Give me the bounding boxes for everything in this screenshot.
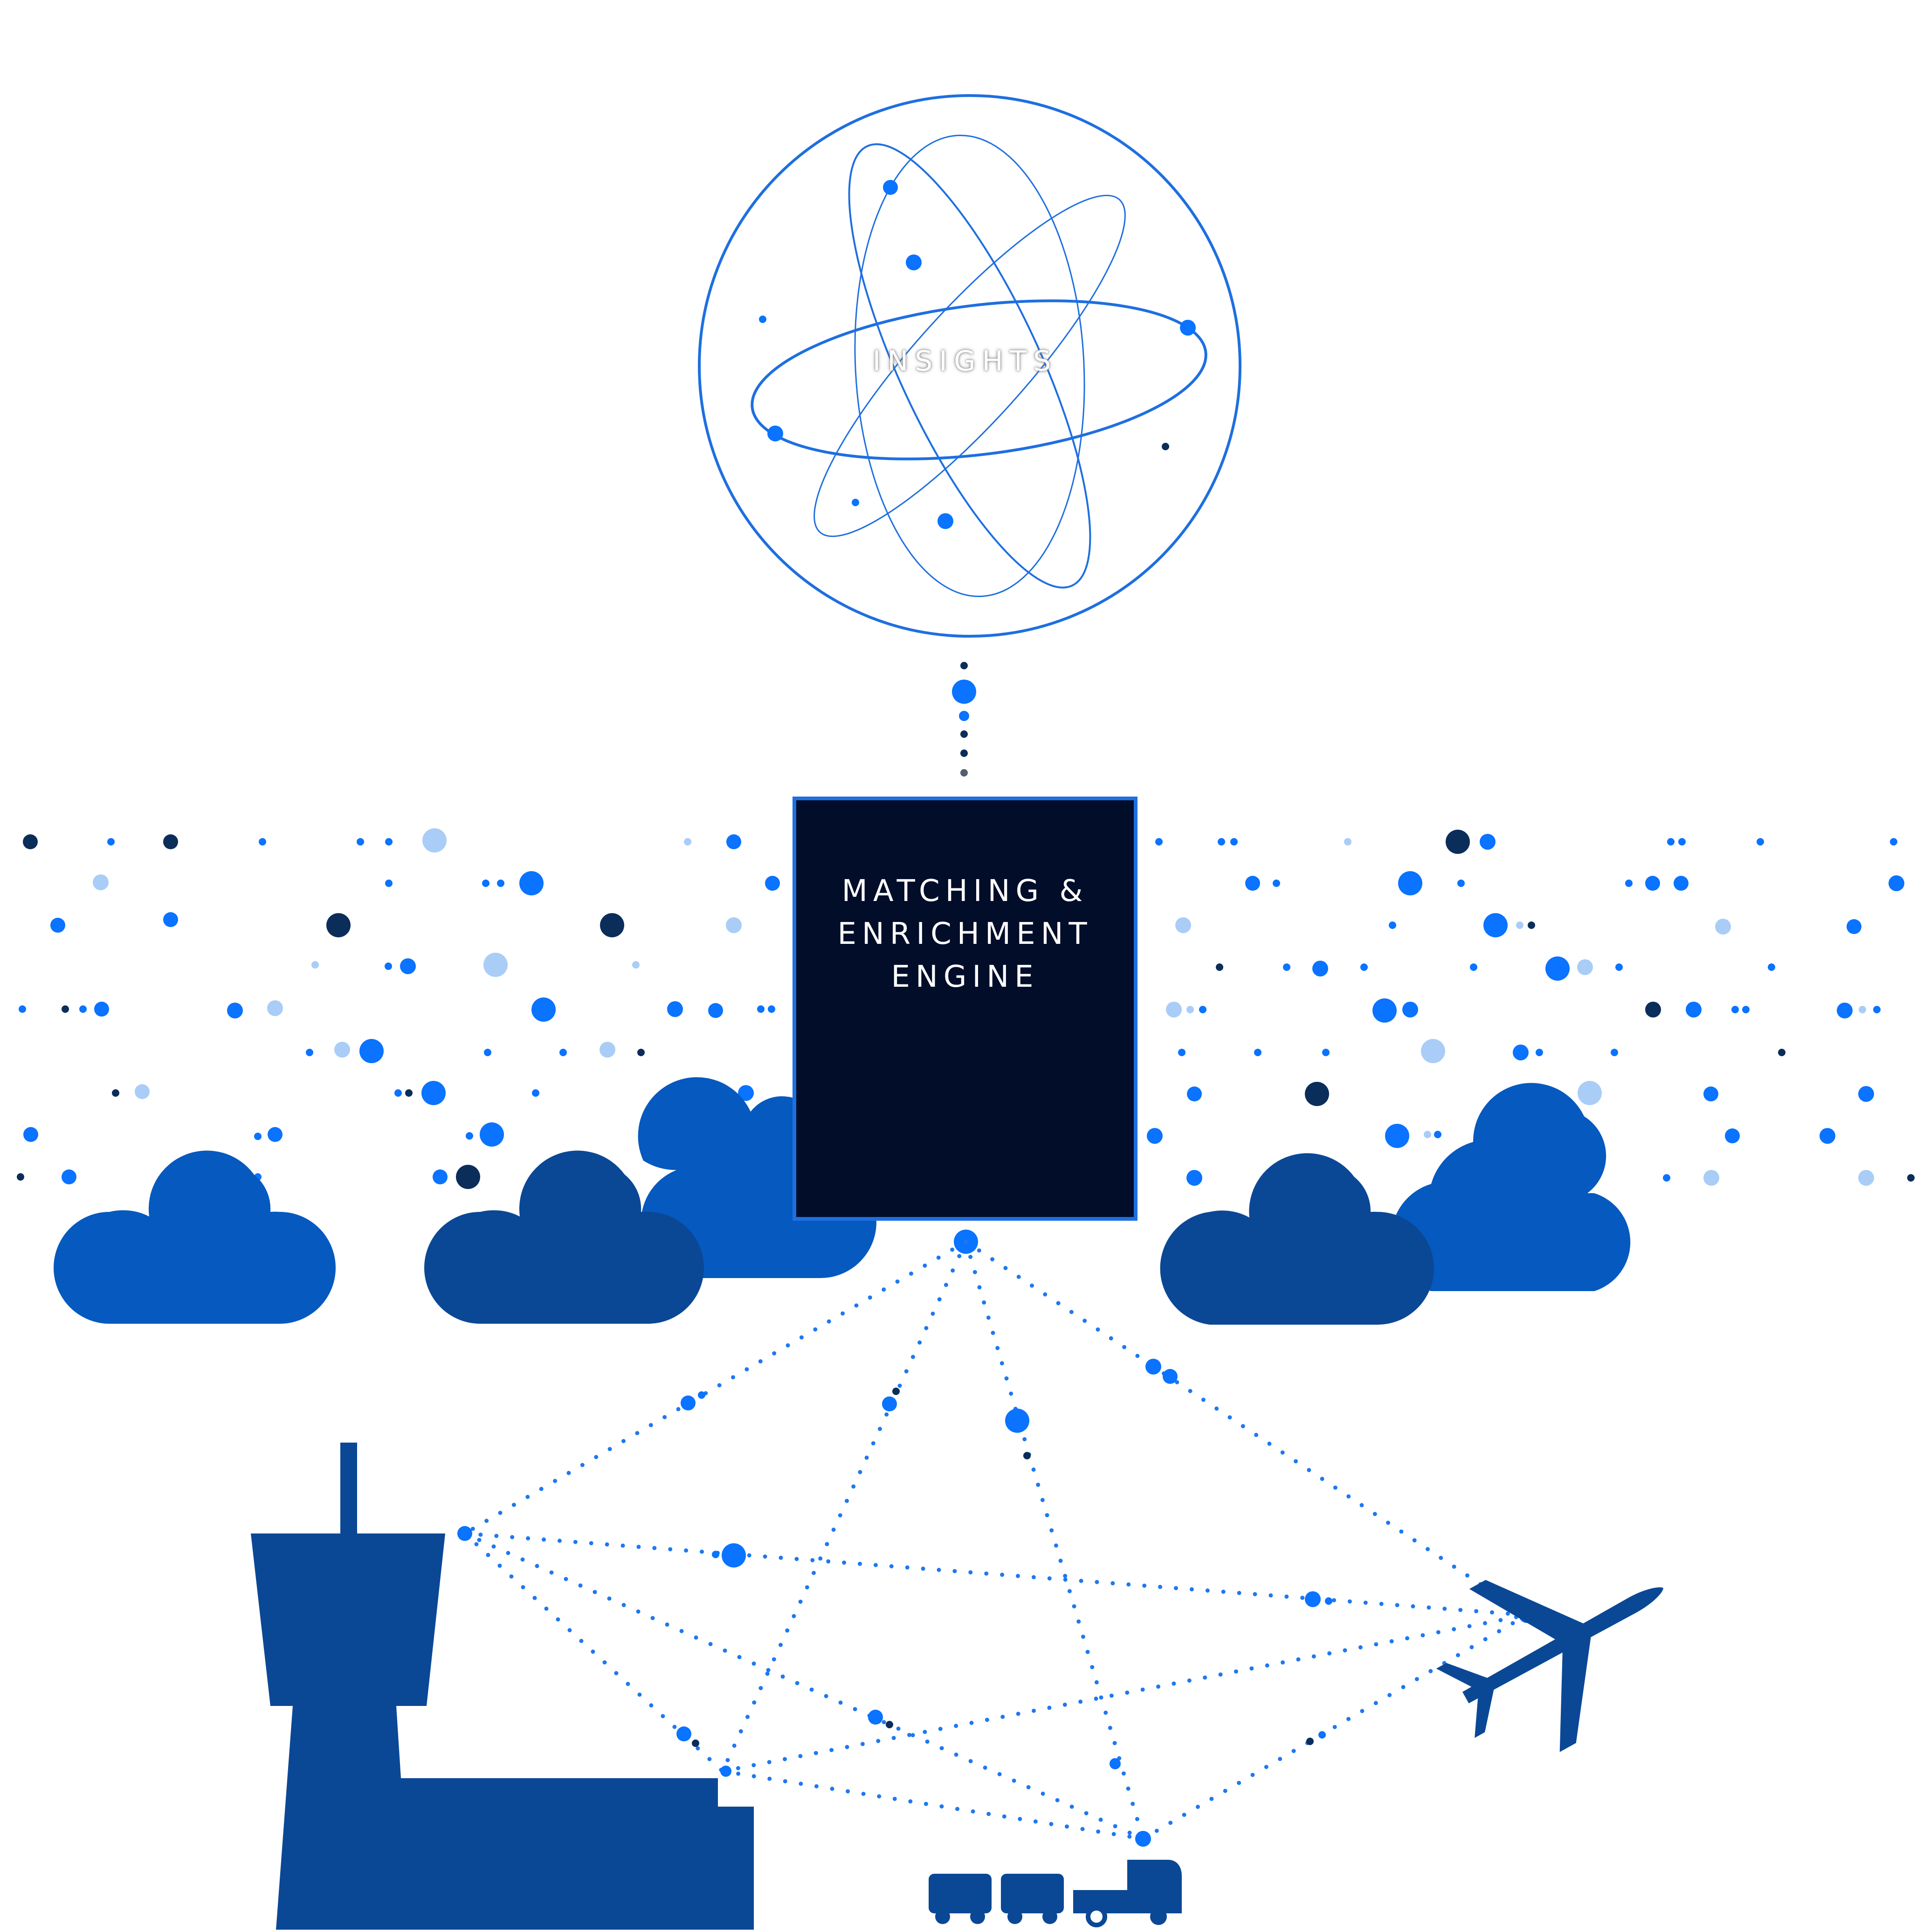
insights-atom-icon (698, 94, 1241, 638)
engine-label-line-1: MATCHING & (841, 874, 1089, 908)
control-tower-icon (251, 1443, 754, 1930)
matching-enrichment-engine-box: MATCHING & ENRICHMENT ENGINE (793, 797, 1137, 1221)
data-dots-right (1147, 830, 1915, 1186)
airplane-icon (1436, 1580, 1664, 1752)
connector-dots (952, 662, 976, 777)
engine-label: MATCHING & ENRICHMENT ENGINE (837, 870, 1092, 998)
network-nodes (457, 1359, 1535, 1847)
cloud-icon-4 (1391, 1083, 1631, 1291)
cloud-icon-5 (1160, 1153, 1434, 1325)
cloud-icon-3 (424, 1150, 704, 1324)
cloud-icon-1 (54, 1150, 336, 1324)
truck-train-icon (929, 1860, 1182, 1927)
insights-label: INSIGHTS (872, 345, 1058, 378)
engine-label-line-2: ENRICHMENT (837, 917, 1093, 951)
network-lines (462, 1239, 1529, 1841)
data-dots-left (17, 828, 780, 1189)
engine-label-line-3: ENGINE (891, 960, 1039, 994)
